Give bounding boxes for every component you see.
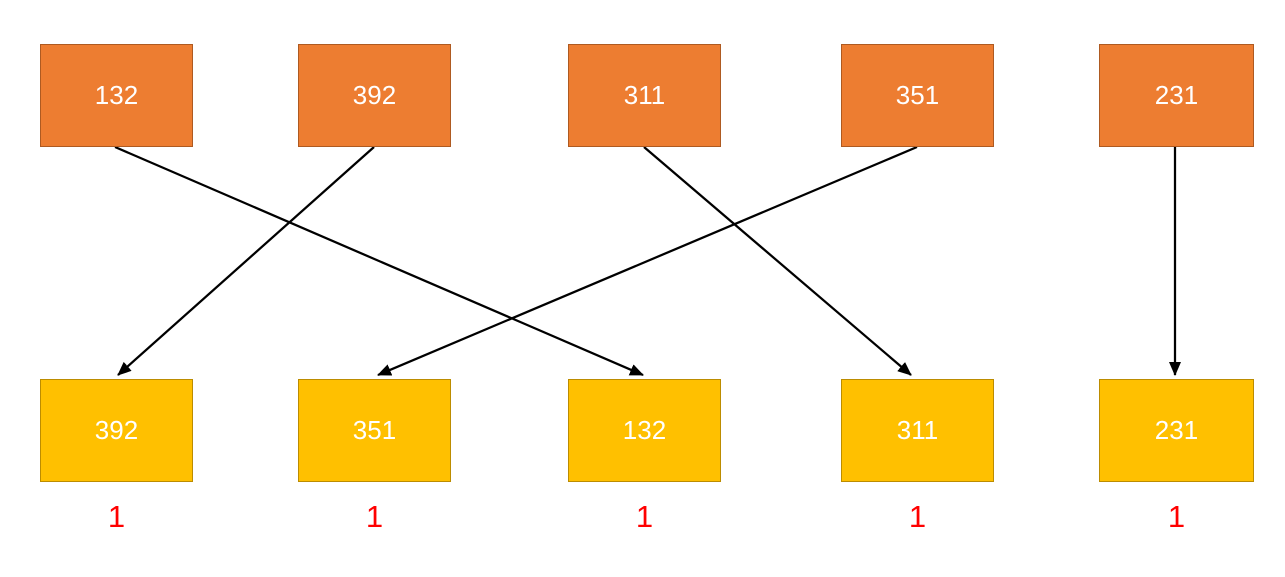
dest-box-5: 231 <box>1099 379 1254 482</box>
count-label-2: 1 <box>365 499 384 534</box>
source-box-5: 231 <box>1099 44 1254 147</box>
source-box-4-value: 351 <box>895 80 940 110</box>
source-box-2: 392 <box>298 44 451 147</box>
dest-box-4: 311 <box>841 379 994 482</box>
dest-box-3-value: 132 <box>622 415 667 445</box>
count-label-4: 1 <box>908 499 927 534</box>
source-box-3: 311 <box>568 44 721 147</box>
source-box-1-value: 132 <box>94 80 139 110</box>
count-label-5: 1 <box>1167 499 1186 534</box>
source-box-2-value: 392 <box>352 80 397 110</box>
mapping-arrow-351 <box>377 145 918 377</box>
dest-box-1-value: 392 <box>94 415 139 445</box>
source-box-1: 132 <box>40 44 193 147</box>
dest-box-3: 132 <box>568 379 721 482</box>
mapping-arrow-392 <box>117 146 375 376</box>
dest-box-5-value: 231 <box>1154 415 1199 445</box>
count-label-3: 1 <box>635 499 654 534</box>
dest-box-2-value: 351 <box>352 415 397 445</box>
dest-box-2: 351 <box>298 379 451 482</box>
dest-box-4-value: 311 <box>896 415 939 445</box>
count-label-1: 1 <box>107 499 126 534</box>
mapping-arrow-132 <box>114 145 644 377</box>
source-box-5-value: 231 <box>1154 80 1199 110</box>
mapping-arrow-311 <box>643 146 912 376</box>
source-box-4: 351 <box>841 44 994 147</box>
source-box-3-value: 311 <box>623 80 666 110</box>
dest-box-1: 392 <box>40 379 193 482</box>
